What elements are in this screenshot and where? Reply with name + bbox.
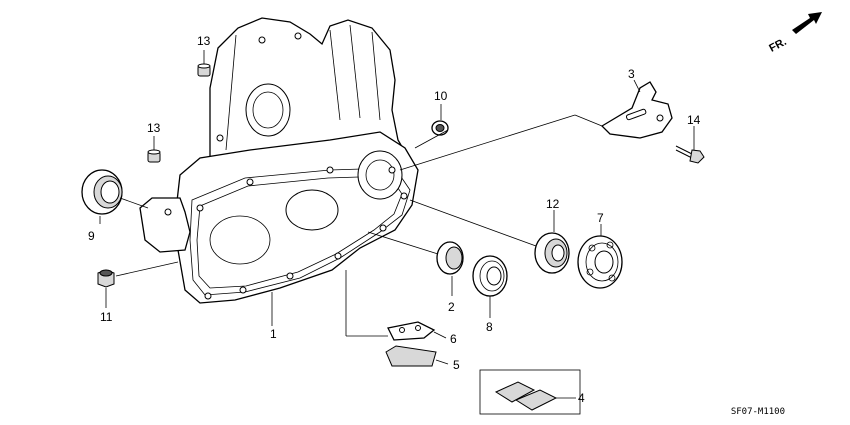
bolt-part-14 [675, 145, 705, 164]
diagram-code: SF07-M1100 [731, 407, 785, 417]
bracket-part-3 [600, 81, 673, 139]
leader-lines [99, 50, 695, 399]
kit-box-part-4 [479, 369, 581, 415]
callout-8: 8 [486, 320, 493, 334]
seal-part-10 [431, 120, 449, 136]
callout-10: 10 [434, 89, 448, 103]
callout-2: 2 [448, 300, 455, 314]
bearing-cap-part-2 [436, 241, 464, 275]
callout-5: 5 [453, 358, 460, 372]
callouts: 1 2 3 4 5 6 7 8 9 10 11 12 13 13 14 [88, 34, 701, 405]
drain-plug-part-11 [97, 269, 115, 288]
callout-7: 7 [597, 211, 604, 225]
callout-11: 11 [100, 310, 113, 324]
clip-part-6 [387, 321, 436, 341]
front-arrow-icon [792, 12, 822, 34]
callout-13-upper: 13 [197, 34, 211, 48]
callout-3: 3 [628, 67, 635, 81]
callout-13-lower: 13 [147, 121, 161, 135]
front-direction-label: FR. [767, 36, 788, 55]
callout-12: 12 [546, 197, 560, 211]
front-direction-indicator: FR. [767, 12, 822, 55]
dowel-pin-part-13-lower [147, 149, 161, 163]
callout-6: 6 [450, 332, 457, 346]
ball-bearing-part-7 [577, 235, 623, 289]
oil-seal-part-9 [81, 169, 123, 215]
callout-9: 9 [88, 229, 95, 243]
oil-seal-part-12 [534, 232, 570, 274]
needle-bearing-part-8 [472, 255, 508, 297]
dowel-pin-part-13-upper [197, 63, 211, 77]
callout-4: 4 [578, 391, 585, 405]
callout-14: 14 [687, 113, 701, 127]
pad-part-5 [385, 345, 437, 367]
clutch-housing-part-1 [139, 17, 419, 304]
callout-1: 1 [270, 327, 277, 341]
